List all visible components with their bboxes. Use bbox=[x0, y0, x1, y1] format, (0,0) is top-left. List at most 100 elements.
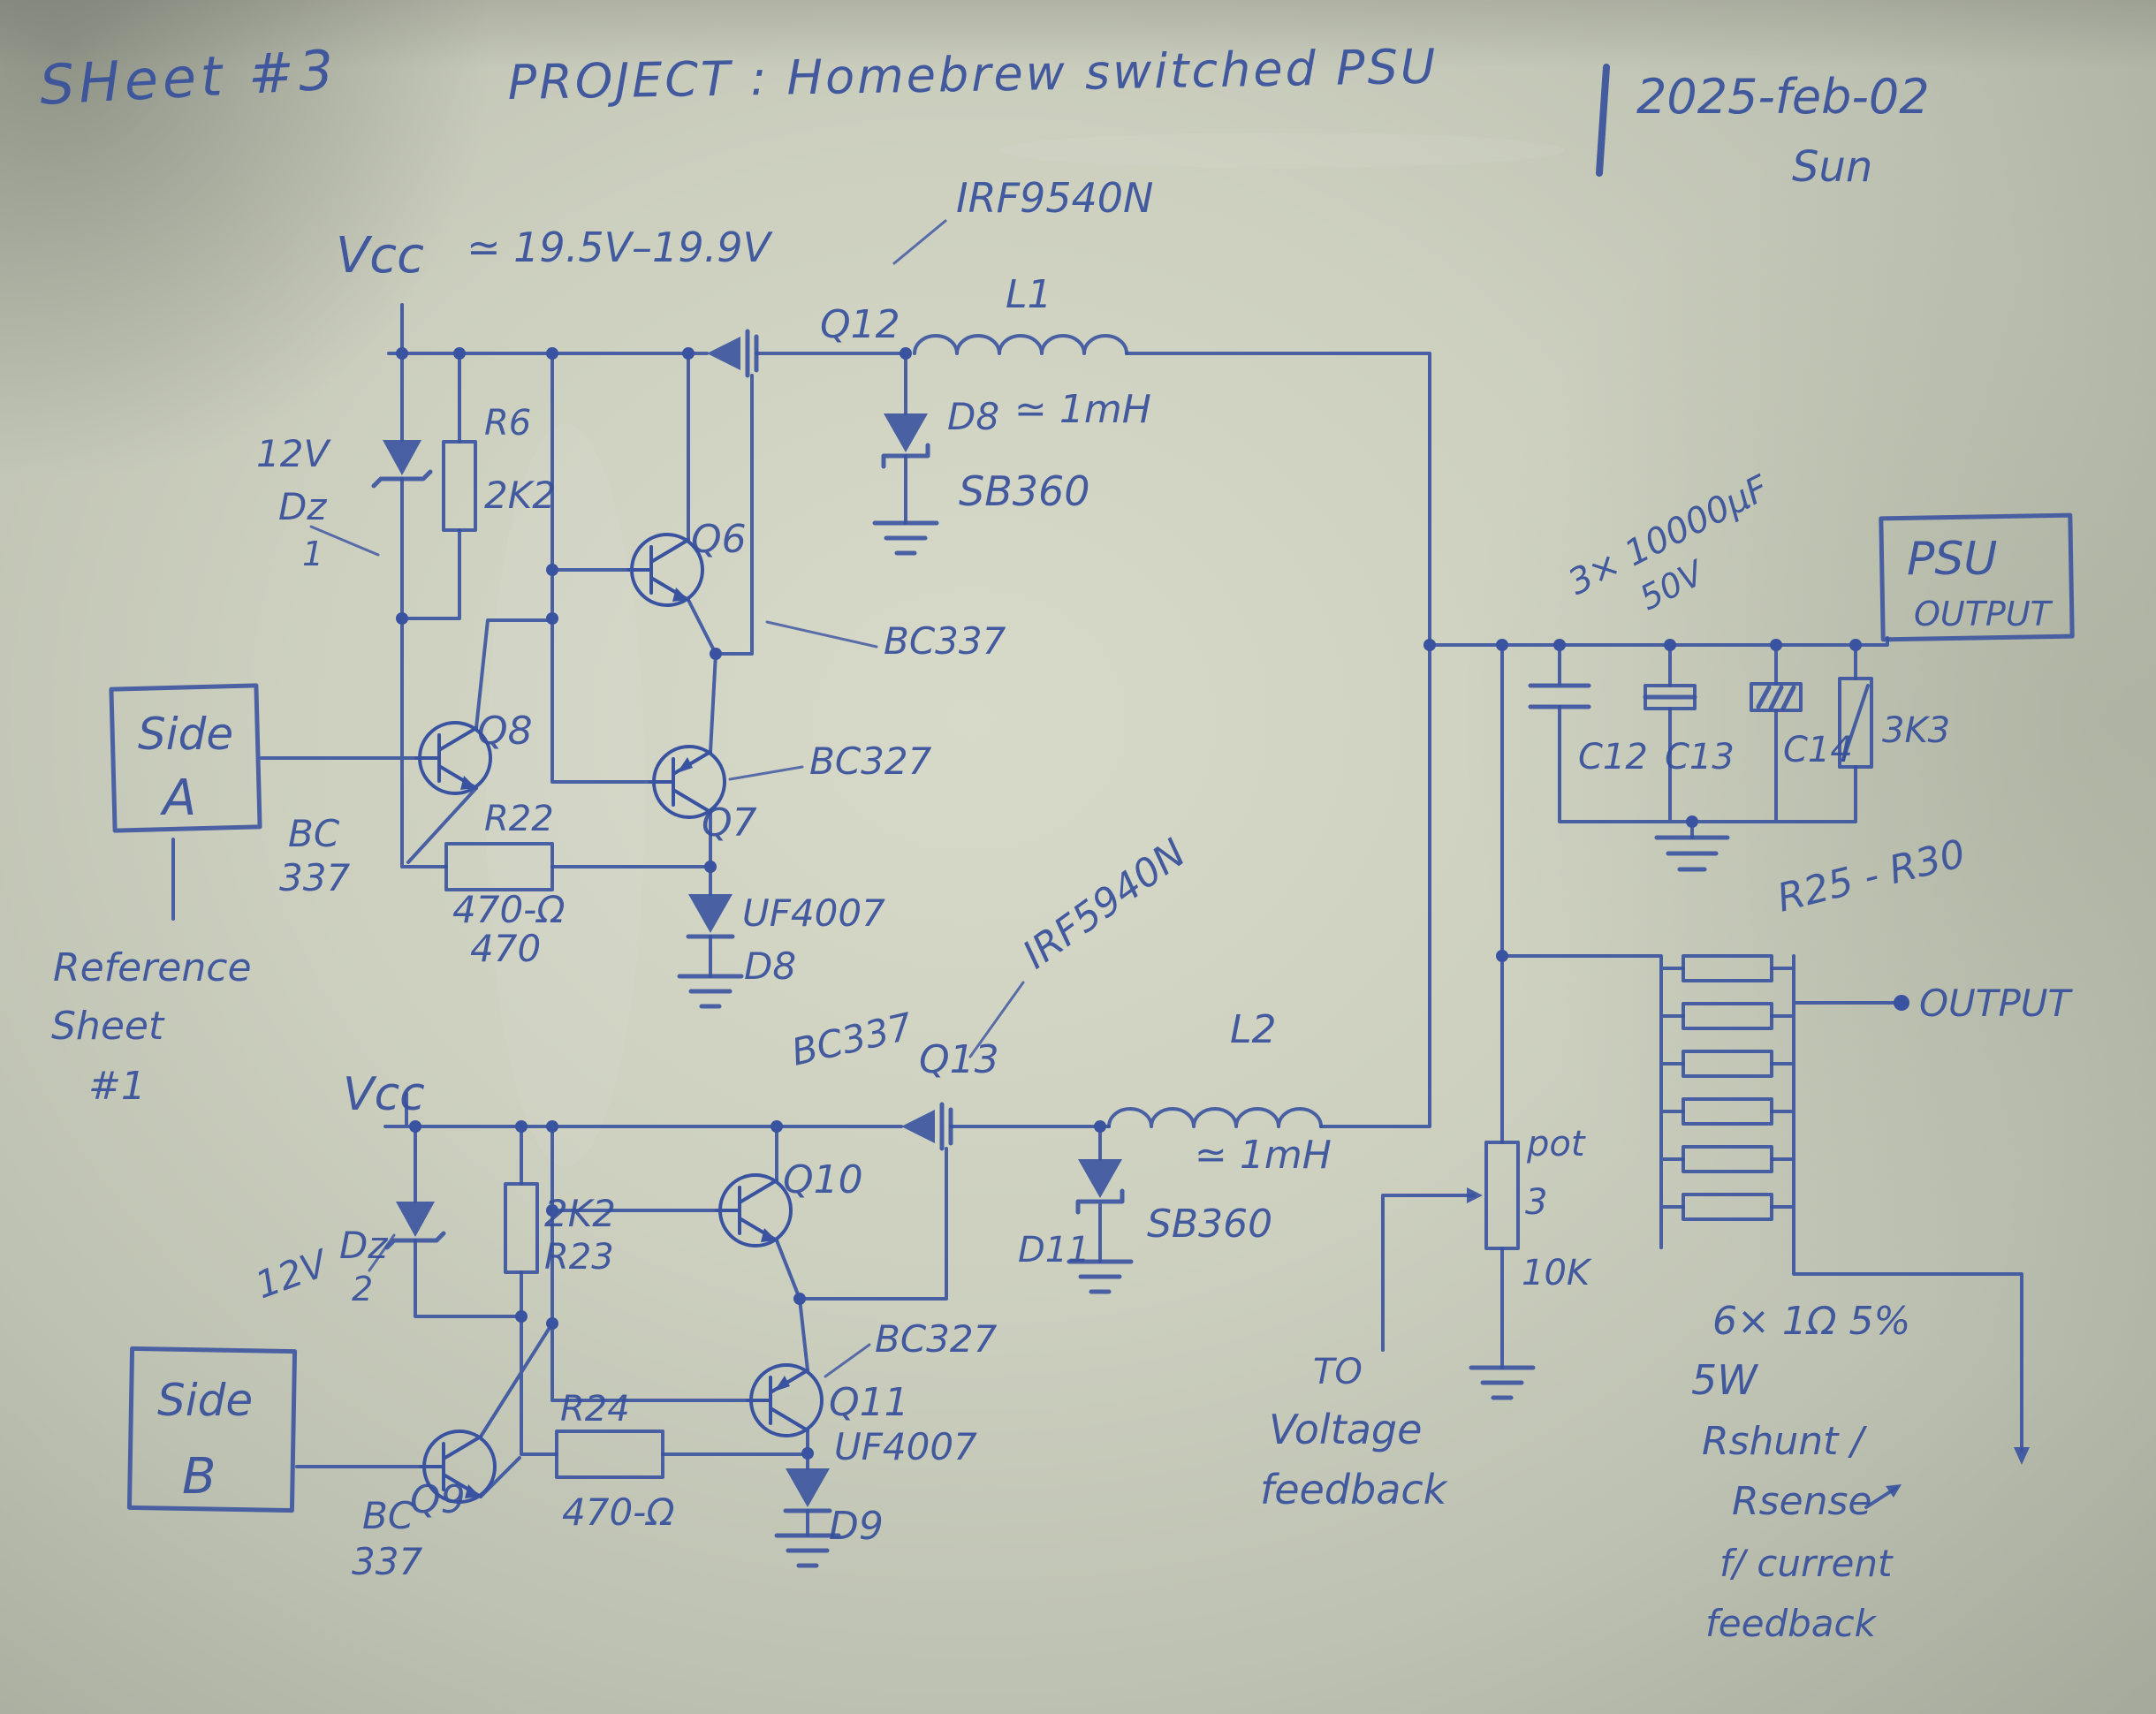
day: Sun bbox=[1792, 142, 1872, 192]
label-c12: C12 bbox=[1578, 737, 1648, 777]
label-irf9540n: IRF9540N bbox=[956, 174, 1153, 222]
psu-box-line1: PSU bbox=[1907, 533, 1997, 586]
side-a-labels: Vcc ≃ 19.5V–19.9V IRF9540N Q12 L1 D8 ≃ 1… bbox=[256, 174, 1153, 988]
resistor-symbols bbox=[442, 440, 1873, 1479]
label-d8-clamp: D8 bbox=[744, 944, 796, 988]
label-dz-b: Dz bbox=[339, 1224, 388, 1267]
label-l1-value: ≃ 1mH bbox=[1014, 387, 1151, 432]
label-dz-a-num: 1 bbox=[302, 535, 323, 573]
label-q13: Q13 bbox=[919, 1037, 999, 1082]
paper-smudge bbox=[486, 424, 645, 1166]
reference-line3: #1 bbox=[88, 1064, 146, 1109]
label-sb360-a: SB360 bbox=[959, 467, 1090, 515]
capacitor-c14 bbox=[1750, 682, 1803, 712]
inductor-l1 bbox=[913, 334, 1128, 355]
label-vcc-a: Vcc bbox=[336, 227, 424, 284]
potentiometer bbox=[1484, 1141, 1520, 1250]
label-r23: R23 bbox=[544, 1237, 614, 1278]
label-3k3: 3K3 bbox=[1882, 710, 1950, 751]
label-uf4007-b: UF4007 bbox=[834, 1425, 977, 1468]
date: 2025-feb-02 bbox=[1636, 69, 1930, 125]
label-bc327-q11: BC327 bbox=[875, 1317, 998, 1361]
label-dz-b-num: 2 bbox=[352, 1270, 373, 1308]
label-l2: L2 bbox=[1230, 1007, 1277, 1052]
label-irf5940n: IRF5940N bbox=[1014, 830, 1194, 978]
sheet-number: SHeet #3 bbox=[38, 37, 339, 118]
label-pot-value: 10K bbox=[1522, 1253, 1592, 1293]
side-a-box-line1: Side bbox=[138, 709, 233, 760]
label-uf4007-a: UF4007 bbox=[742, 891, 885, 935]
component-bars bbox=[371, 329, 1796, 1513]
shunt-resistor bbox=[1682, 1050, 1773, 1078]
label-470ohm-b: 470-Ω bbox=[562, 1490, 674, 1534]
label-q12: Q12 bbox=[820, 302, 900, 347]
label-l1: L1 bbox=[1006, 272, 1052, 317]
label-q9: Q9 bbox=[410, 1477, 466, 1522]
label-q8: Q8 bbox=[477, 709, 533, 754]
resistor-r23 bbox=[504, 1182, 539, 1274]
label-470-a: 470 bbox=[470, 927, 541, 970]
header: SHeet #3 PROJECT : Homebrew switched PSU… bbox=[38, 37, 1930, 192]
label-current-fb2: feedback bbox=[1705, 1602, 1878, 1645]
label-rsense: Rsense bbox=[1732, 1479, 1871, 1524]
label-shunt-spec: 6× 1Ω 5% bbox=[1712, 1299, 1910, 1344]
label-leader-lines bbox=[309, 219, 1025, 1378]
inductor-l2 bbox=[1107, 1107, 1323, 1128]
label-vcc-range: ≃ 19.5V–19.9V bbox=[467, 224, 773, 271]
label-vfb-to: TO bbox=[1313, 1352, 1363, 1392]
left-notes: Side A Reference Sheet #1 Side B bbox=[51, 709, 253, 1505]
resistor-r24 bbox=[555, 1430, 664, 1479]
label-shunt-power: 5W bbox=[1691, 1356, 1758, 1404]
label-output-tap: OUTPUT bbox=[1919, 982, 2074, 1025]
label-r6: R6 bbox=[484, 403, 531, 444]
label-q10: Q10 bbox=[783, 1157, 863, 1202]
psu-output-box bbox=[1879, 512, 2075, 642]
resistor-r6 bbox=[442, 440, 477, 532]
label-r25-r30: R25 - R30 bbox=[1773, 831, 1970, 921]
label-2k2-a: 2K2 bbox=[484, 474, 556, 517]
label-337-q9: 337 bbox=[352, 1540, 422, 1583]
label-pot: pot bbox=[1526, 1124, 1586, 1164]
label-q6: Q6 bbox=[691, 517, 747, 562]
junction-dots bbox=[396, 347, 1909, 1460]
label-vfb-feedback: feedback bbox=[1260, 1466, 1449, 1513]
side-b-box-line2: B bbox=[182, 1448, 216, 1505]
label-vfb-voltage: Voltage bbox=[1269, 1406, 1422, 1453]
label-pot-num: 3 bbox=[1525, 1182, 1547, 1223]
side-b-box bbox=[126, 1346, 298, 1513]
paper-smudge bbox=[998, 133, 1564, 168]
shunt-resistor bbox=[1682, 954, 1773, 982]
label-470ohm-a: 470-Ω bbox=[452, 888, 565, 931]
label-d11: D11 bbox=[1018, 1230, 1090, 1270]
label-bc337-q6: BC337 bbox=[884, 619, 1006, 663]
shunt-resistor bbox=[1682, 1097, 1773, 1126]
label-sb360-b: SB360 bbox=[1147, 1202, 1272, 1247]
label-l2-value: ≃ 1mH bbox=[1195, 1133, 1332, 1178]
label-bc337-q10: BC337 bbox=[787, 1005, 916, 1074]
label-q11: Q11 bbox=[829, 1380, 909, 1425]
label-dz-a: Dz bbox=[278, 485, 327, 528]
reference-line2: Sheet bbox=[51, 1004, 165, 1049]
label-q7: Q7 bbox=[702, 800, 757, 846]
capacitor-c13 bbox=[1644, 684, 1697, 710]
transistor-q10 bbox=[715, 1173, 793, 1248]
resistor-3k3-hatch bbox=[1841, 684, 1870, 762]
label-c13: C13 bbox=[1665, 737, 1735, 777]
shunt-resistor bbox=[1682, 1145, 1773, 1173]
label-bc-q8: BC bbox=[288, 812, 340, 855]
project-title: PROJECT : Homebrew switched PSU bbox=[507, 39, 1439, 110]
label-rshunt: Rshunt / bbox=[1702, 1419, 1867, 1464]
label-r24: R24 bbox=[560, 1389, 630, 1430]
side-b-box-line1: Side bbox=[157, 1375, 253, 1426]
date-divider-stroke bbox=[1596, 64, 1610, 177]
label-2k2-b: 2K2 bbox=[544, 1192, 616, 1235]
resistor-r22 bbox=[444, 842, 554, 891]
label-current-fb1: f/ current bbox=[1719, 1542, 1894, 1585]
label-d8: D8 bbox=[947, 395, 999, 438]
side-a-box-line2: A bbox=[160, 770, 196, 827]
label-d9: D9 bbox=[829, 1504, 884, 1549]
shunt-resistor bbox=[1682, 1193, 1773, 1221]
side-a-box bbox=[109, 683, 262, 833]
diode-triangles bbox=[383, 337, 2030, 1507]
